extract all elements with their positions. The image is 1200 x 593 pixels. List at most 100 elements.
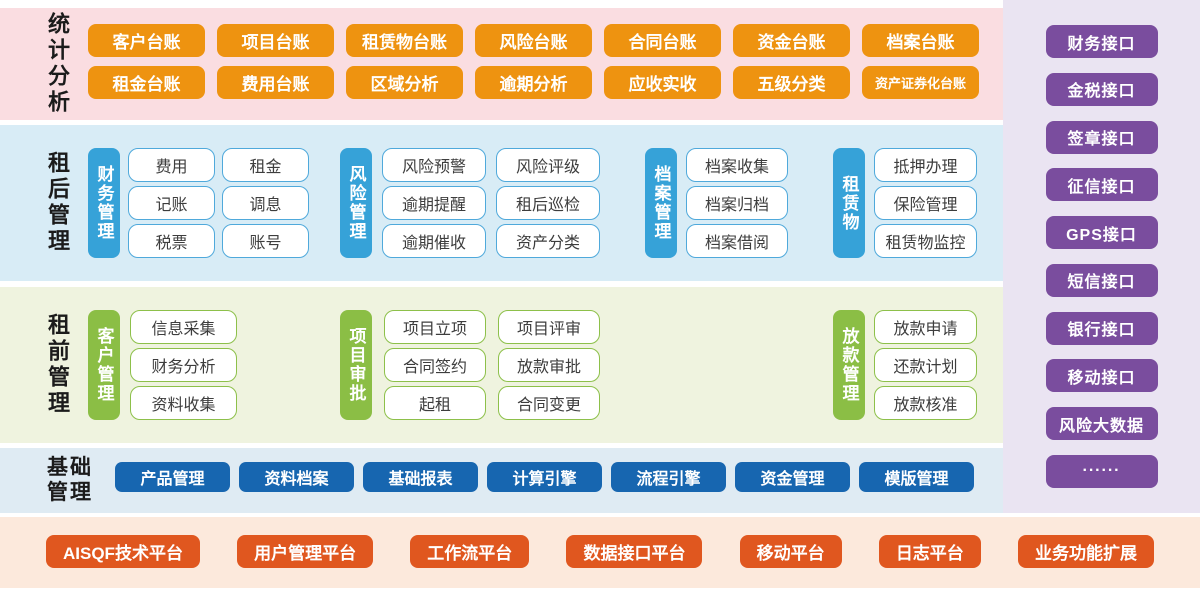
item-bookkeeping[interactable]: 记账: [128, 186, 215, 220]
item-risk-rating[interactable]: 风险评级: [496, 148, 600, 182]
item-contract-signing[interactable]: 合同签约: [384, 348, 486, 382]
group-archive-management: 档案管理 档案收集 档案归档 档案借阅: [645, 148, 788, 258]
band-pre-lease-management: 租前管理 客户管理 信息采集 财务分析 资料收集 项目审批 项目立项 项目评审 …: [0, 287, 1003, 443]
btn-document-archive[interactable]: 资料档案: [239, 462, 354, 492]
archive-items-grid: 档案收集 档案归档 档案借阅: [686, 148, 788, 258]
btn-template-management[interactable]: 模版管理: [859, 462, 974, 492]
band-platform-layer: AISQF技术平台 用户管理平台 工作流平台 数据接口平台 移动平台 日志平台 …: [0, 517, 1200, 588]
band-label-base: 基础管理: [47, 456, 93, 504]
chip-rent-ledger[interactable]: 租金台账: [88, 66, 205, 99]
loan-items-grid: 放款申请 还款计划 放款核准: [874, 310, 977, 420]
statistics-row-2: 租金台账 费用台账 区域分析 逾期分析 应收实收 五级分类 资产证券化台账: [88, 66, 979, 99]
btn-log-platform[interactable]: 日志平台: [878, 535, 981, 568]
chip-region-analysis[interactable]: 区域分析: [346, 66, 463, 99]
btn-business-extension[interactable]: 业务功能扩展: [1017, 535, 1154, 568]
chip-five-level-classification[interactable]: 五级分类: [733, 66, 850, 99]
btn-credit-interface[interactable]: 征信接口: [1045, 168, 1158, 202]
btn-mobile-interface[interactable]: 移动接口: [1045, 359, 1158, 393]
item-insurance-management[interactable]: 保险管理: [874, 186, 977, 220]
chip-project-ledger[interactable]: 项目台账: [217, 24, 334, 57]
item-project-review[interactable]: 项目评审: [498, 310, 600, 344]
btn-basic-reports[interactable]: 基础报表: [363, 462, 478, 492]
btn-workflow-engine[interactable]: 流程引擎: [611, 462, 726, 492]
pill-loan-management: 放款管理: [833, 310, 865, 420]
item-risk-warning[interactable]: 风险预警: [382, 148, 486, 182]
btn-risk-big-data[interactable]: 风险大数据: [1045, 407, 1158, 441]
chip-abs-ledger[interactable]: 资产证券化台账: [862, 66, 979, 99]
btn-data-interface-platform[interactable]: 数据接口平台: [566, 535, 703, 568]
item-loan-application[interactable]: 放款申请: [874, 310, 977, 344]
item-project-initiation[interactable]: 项目立项: [384, 310, 486, 344]
btn-gps-interface[interactable]: GPS接口: [1045, 216, 1158, 250]
item-overdue-collection[interactable]: 逾期催收: [382, 224, 486, 258]
item-fee[interactable]: 费用: [128, 148, 215, 182]
band-label-statistics: 统计分析: [45, 12, 70, 116]
btn-sms-interface[interactable]: 短信接口: [1045, 263, 1158, 297]
btn-finance-interface[interactable]: 财务接口: [1045, 25, 1158, 58]
btn-aisqf-tech-platform[interactable]: AISQF技术平台: [46, 535, 200, 568]
item-archive-collect[interactable]: 档案收集: [686, 148, 788, 182]
band-statistics-analysis: 统计分析 客户台账 项目台账 租赁物台账 风险台账 合同台账 资金台账 档案台账…: [0, 8, 1003, 120]
item-rent[interactable]: 租金: [222, 148, 309, 182]
item-overdue-reminder[interactable]: 逾期提醒: [382, 186, 486, 220]
band-post-lease-management: 租后管理 财务管理 费用 租金 记账 调息 税票 账号 风险管理 风险预警 风险…: [0, 125, 1003, 281]
item-post-lease-inspection[interactable]: 租后巡检: [496, 186, 600, 220]
band-label-pre-lease: 租前管理: [45, 313, 70, 417]
item-loan-verification[interactable]: 放款核准: [874, 386, 977, 420]
platform-buttons-row: AISQF技术平台 用户管理平台 工作流平台 数据接口平台 移动平台 日志平台 …: [46, 535, 1154, 568]
item-document-collection[interactable]: 资料收集: [130, 386, 237, 420]
item-contract-change[interactable]: 合同变更: [498, 386, 600, 420]
item-rate-adjust[interactable]: 调息: [222, 186, 309, 220]
item-leased-asset-monitor[interactable]: 租赁物监控: [874, 224, 977, 258]
chip-contract-ledger[interactable]: 合同台账: [604, 24, 721, 57]
pill-project-approval: 项目审批: [340, 310, 372, 420]
base-buttons-row: 产品管理 资料档案 基础报表 计算引擎 流程引擎 资金管理 模版管理: [115, 462, 974, 492]
pill-archive-management: 档案管理: [645, 148, 677, 258]
chip-overdue-analysis[interactable]: 逾期分析: [475, 66, 592, 99]
pill-leased-asset: 租赁物: [833, 148, 865, 258]
pill-risk-management: 风险管理: [340, 148, 372, 258]
band-base-management: 基础管理 产品管理 资料档案 基础报表 计算引擎 流程引擎 资金管理 模版管理: [0, 448, 1003, 513]
approval-items-grid: 项目立项 项目评审 合同签约 放款审批 起租 合同变更: [384, 310, 600, 420]
btn-calculation-engine[interactable]: 计算引擎: [487, 462, 602, 492]
chip-customer-ledger[interactable]: 客户台账: [88, 24, 205, 57]
group-loan-management: 放款管理 放款申请 还款计划 放款核准: [833, 310, 977, 420]
btn-more-interfaces[interactable]: ······: [1045, 454, 1158, 488]
chip-leased-asset-ledger[interactable]: 租赁物台账: [346, 24, 463, 57]
item-financial-analysis[interactable]: 财务分析: [130, 348, 237, 382]
chip-funds-ledger[interactable]: 资金台账: [733, 24, 850, 57]
item-lease-commencement[interactable]: 起租: [384, 386, 486, 420]
chip-fee-ledger[interactable]: 费用台账: [217, 66, 334, 99]
item-account[interactable]: 账号: [222, 224, 309, 258]
btn-golden-tax-interface[interactable]: 金税接口: [1045, 72, 1158, 106]
leased-asset-items-grid: 抵押办理 保险管理 租赁物监控: [874, 148, 977, 258]
item-asset-classification[interactable]: 资产分类: [496, 224, 600, 258]
chip-risk-ledger[interactable]: 风险台账: [475, 24, 592, 57]
btn-product-management[interactable]: 产品管理: [115, 462, 230, 492]
group-project-approval: 项目审批 项目立项 项目评审 合同签约 放款审批 起租 合同变更: [340, 310, 600, 420]
btn-mobile-platform[interactable]: 移动平台: [739, 535, 842, 568]
btn-bank-interface[interactable]: 银行接口: [1045, 311, 1158, 345]
pill-finance-management: 财务管理: [88, 148, 120, 258]
item-loan-approval[interactable]: 放款审批: [498, 348, 600, 382]
item-info-collection[interactable]: 信息采集: [130, 310, 237, 344]
btn-signature-interface[interactable]: 签章接口: [1045, 120, 1158, 154]
interface-panel: 财务接口 金税接口 签章接口 征信接口 GPS接口 短信接口 银行接口 移动接口…: [1003, 0, 1200, 513]
group-finance-management: 财务管理 费用 租金 记账 调息 税票 账号: [88, 148, 309, 258]
finance-items-grid: 费用 租金 记账 调息 税票 账号: [128, 148, 309, 258]
item-mortgage-handling[interactable]: 抵押办理: [874, 148, 977, 182]
item-tax-invoice[interactable]: 税票: [128, 224, 215, 258]
item-repayment-plan[interactable]: 还款计划: [874, 348, 977, 382]
item-archive-filing[interactable]: 档案归档: [686, 186, 788, 220]
group-customer-management: 客户管理 信息采集 财务分析 资料收集: [88, 310, 237, 420]
btn-user-management-platform[interactable]: 用户管理平台: [237, 535, 374, 568]
btn-workflow-platform[interactable]: 工作流平台: [410, 535, 530, 568]
chip-receivable-received[interactable]: 应收实收: [604, 66, 721, 99]
item-archive-borrow[interactable]: 档案借阅: [686, 224, 788, 258]
statistics-row-1: 客户台账 项目台账 租赁物台账 风险台账 合同台账 资金台账 档案台账: [88, 24, 979, 57]
pill-customer-management: 客户管理: [88, 310, 120, 420]
customer-items-grid: 信息采集 财务分析 资料收集: [130, 310, 237, 420]
btn-funds-management[interactable]: 资金管理: [735, 462, 850, 492]
chip-archive-ledger[interactable]: 档案台账: [862, 24, 979, 57]
band-label-post-lease: 租后管理: [45, 151, 70, 255]
